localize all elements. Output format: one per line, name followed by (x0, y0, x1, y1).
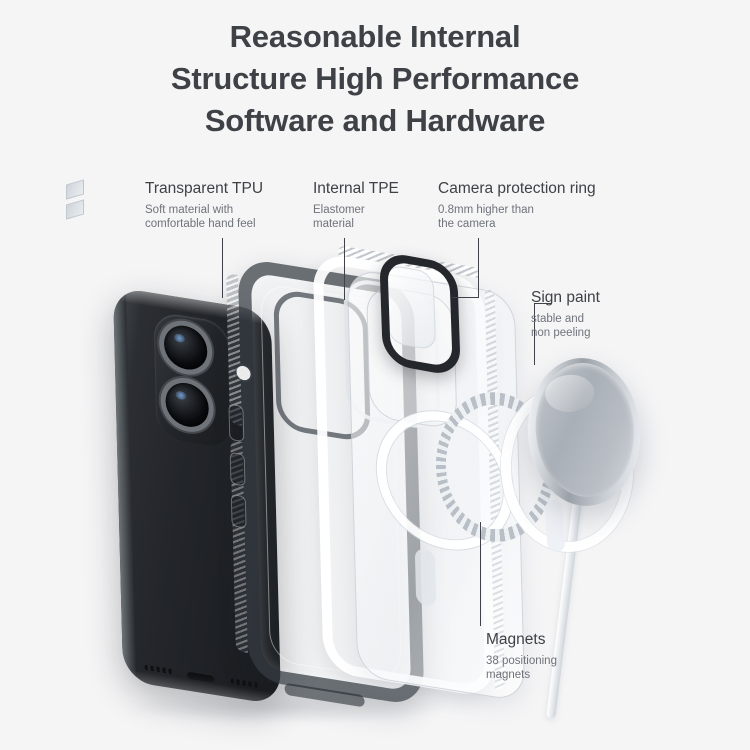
callout-desc-line-2: comfortable hand feel (145, 218, 256, 230)
callout-desc-line-2: material (313, 218, 354, 230)
callout-desc-line-1: stable and (531, 313, 585, 325)
camera-protection-ring-part (379, 250, 461, 378)
callout-desc-line-1: Elastomer (313, 204, 365, 216)
callout-heading: Magnets (486, 631, 546, 648)
title-line-1: Reasonable Internal (229, 19, 521, 54)
leader-line-internal-tpe (344, 238, 346, 300)
callout-desc-line-1: 38 positioning (486, 655, 557, 667)
volume-down-button (116, 469, 123, 503)
callout-heading: Transparent TPU (145, 180, 264, 197)
callout-camera-protection-ring: Camera protection ring 0.8mm higher than… (438, 179, 596, 231)
camera-ring-band (379, 250, 461, 378)
leader-line-camera-ring-horizontal (452, 297, 479, 299)
magnet-chip-2 (66, 199, 84, 220)
callout-desc-line-1: 0.8mm higher than (438, 204, 534, 216)
camera-lens-top (163, 322, 208, 373)
callout-heading: Internal TPE (313, 180, 399, 197)
callout-internal-tpe: Internal TPE Elastomer material (313, 179, 399, 231)
camera-lens-bottom (165, 379, 210, 430)
callout-magnets: Magnets 38 positioning magnets (486, 630, 557, 682)
callout-desc-line-1: Soft material with (145, 204, 234, 216)
leader-line-sign-paint-horizontal (534, 303, 552, 305)
leader-line-magnets (480, 522, 482, 626)
callout-sign-paint: Sign paint stable and non peeling (531, 288, 600, 340)
callout-heading: Camera protection ring (438, 180, 596, 197)
volume-up-button (115, 416, 122, 458)
callout-desc-line-2: magnets (486, 669, 531, 681)
title-line-2: Structure High Performance (170, 61, 580, 96)
ground-shadow (120, 690, 450, 724)
magnet-chip-1 (66, 179, 84, 200)
camera-plateau (153, 310, 233, 450)
callout-desc-line-2: non peeling (531, 327, 591, 339)
magsafe-charger (522, 354, 646, 510)
backplate-alignment-bar (414, 547, 437, 608)
tpu-button-cutout-1 (228, 403, 245, 443)
leader-line-camera-ring-vertical (478, 238, 480, 298)
tpu-button-cutout-2 (229, 451, 246, 487)
page-title: Reasonable Internal Structure High Perfo… (0, 16, 750, 142)
phone-side-edge (112, 286, 137, 683)
tpu-button-cutout-3 (230, 494, 247, 529)
title-line-3: Software and Hardware (204, 103, 546, 138)
callout-transparent-tpu: Transparent TPU Soft material with comfo… (145, 179, 263, 231)
callout-heading: Sign paint (531, 289, 600, 306)
leader-line-sign-paint-vertical (534, 303, 536, 365)
callout-desc-line-2: the camera (438, 218, 496, 230)
leader-line-transparent-tpu (222, 238, 224, 298)
